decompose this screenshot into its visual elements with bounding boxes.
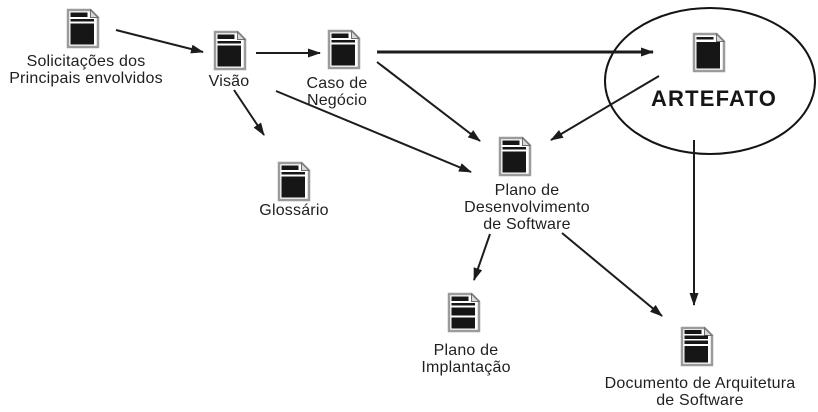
document-icon <box>692 32 726 73</box>
node-label-caso-negocio: Caso de Negócio <box>306 75 368 109</box>
arrow-visao-to-glossario <box>233 89 265 136</box>
node-label-solicitacoes: Solicitações dos Principais envolvidos <box>9 53 163 87</box>
document-icon-lined <box>680 326 714 367</box>
node-label-glossario: Glossário <box>259 202 329 219</box>
document-icon <box>277 161 311 202</box>
node-label-plano-implantacao: Plano de Implantação <box>421 342 511 376</box>
document-icon <box>66 8 100 49</box>
node-label-documento-arquitetura: Documento de Arquitetura de Software <box>604 375 796 409</box>
document-icon-split <box>447 292 481 333</box>
arrow-visao-to-plano-desenvolvimento <box>275 90 472 173</box>
arrow-plano-desenvolvimento-to-documento-arquitetura <box>561 232 663 317</box>
node-label-artefato: ARTEFATO <box>650 86 778 111</box>
arrow-solicitacoes-to-visao <box>115 29 204 54</box>
document-icon <box>498 136 532 177</box>
document-icon <box>327 29 361 70</box>
arrow-plano-desenvolvimento-to-plano-implantacao <box>473 233 491 281</box>
document-icon <box>213 30 247 71</box>
arrow-artefato-to-plano-desenvolvimento <box>550 75 660 141</box>
node-label-plano-desenvolvimento: Plano de Desenvolvimento de Software <box>464 182 590 233</box>
artefato-ellipse <box>604 7 816 155</box>
arrow-caso-negocio-to-plano-desenvolvimento <box>376 61 481 142</box>
node-label-visao: Visão <box>208 73 250 90</box>
